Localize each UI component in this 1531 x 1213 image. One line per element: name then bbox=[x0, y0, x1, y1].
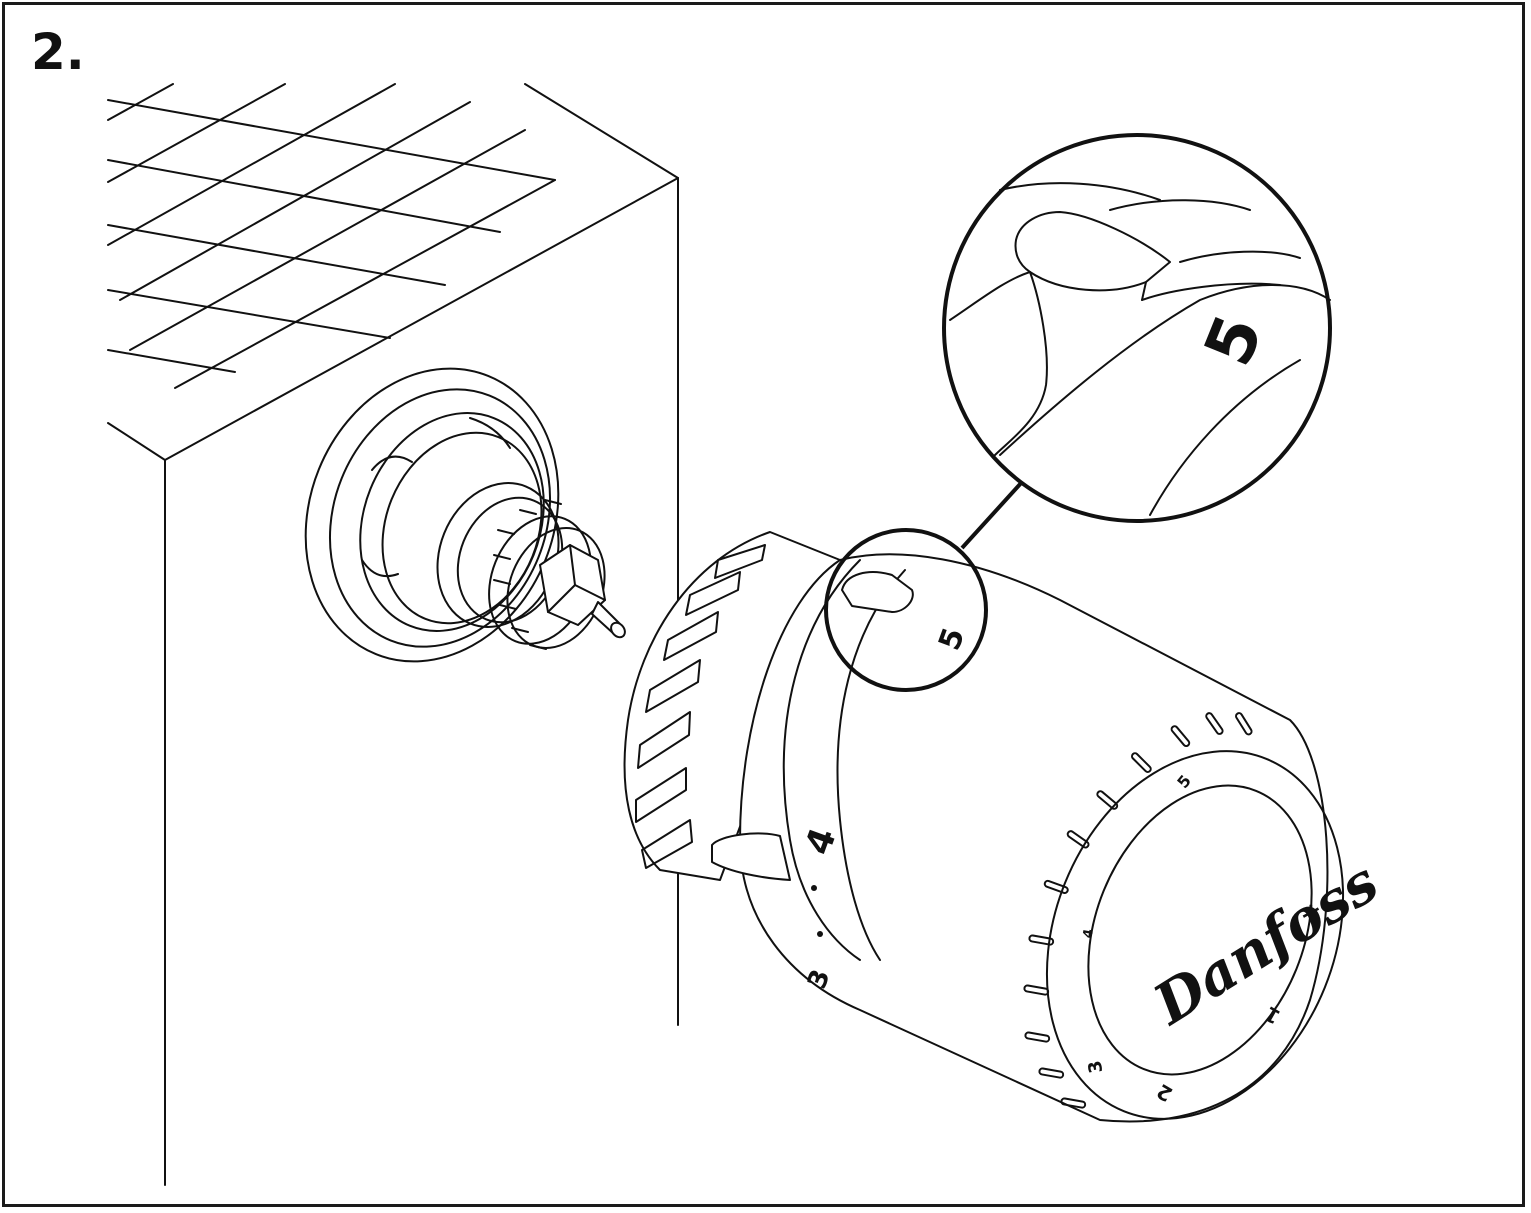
callout-large-mark-5: 5 bbox=[1189, 305, 1278, 376]
dial-mark-3: 3 bbox=[1084, 1059, 1107, 1075]
dial-mark-4: 4 bbox=[1081, 928, 1097, 940]
magnified-clip-detail bbox=[949, 182, 1331, 516]
callout-connector bbox=[960, 480, 1024, 550]
radiator bbox=[107, 83, 679, 1186]
dial-dot bbox=[817, 931, 823, 937]
frost-protection-symbol: * bbox=[1302, 899, 1320, 939]
callout-small-circle bbox=[824, 528, 988, 692]
zoom-callout: 5 5 bbox=[824, 133, 1332, 692]
dial-dot bbox=[811, 885, 817, 891]
callout-large-circle bbox=[942, 133, 1332, 523]
thermostatic-head: 4 3 5 4 3 2 1 * Danfoss bbox=[623, 531, 1390, 1123]
dial-tick-marks bbox=[1023, 712, 1253, 1109]
dial-face bbox=[1045, 750, 1345, 1120]
valve-spindle-pin bbox=[591, 601, 626, 639]
valve-body bbox=[304, 367, 626, 663]
locking-clip bbox=[711, 832, 791, 881]
radiator-grille bbox=[107, 83, 556, 389]
mounting-ring bbox=[623, 531, 841, 881]
step-number: 2. bbox=[31, 23, 85, 81]
